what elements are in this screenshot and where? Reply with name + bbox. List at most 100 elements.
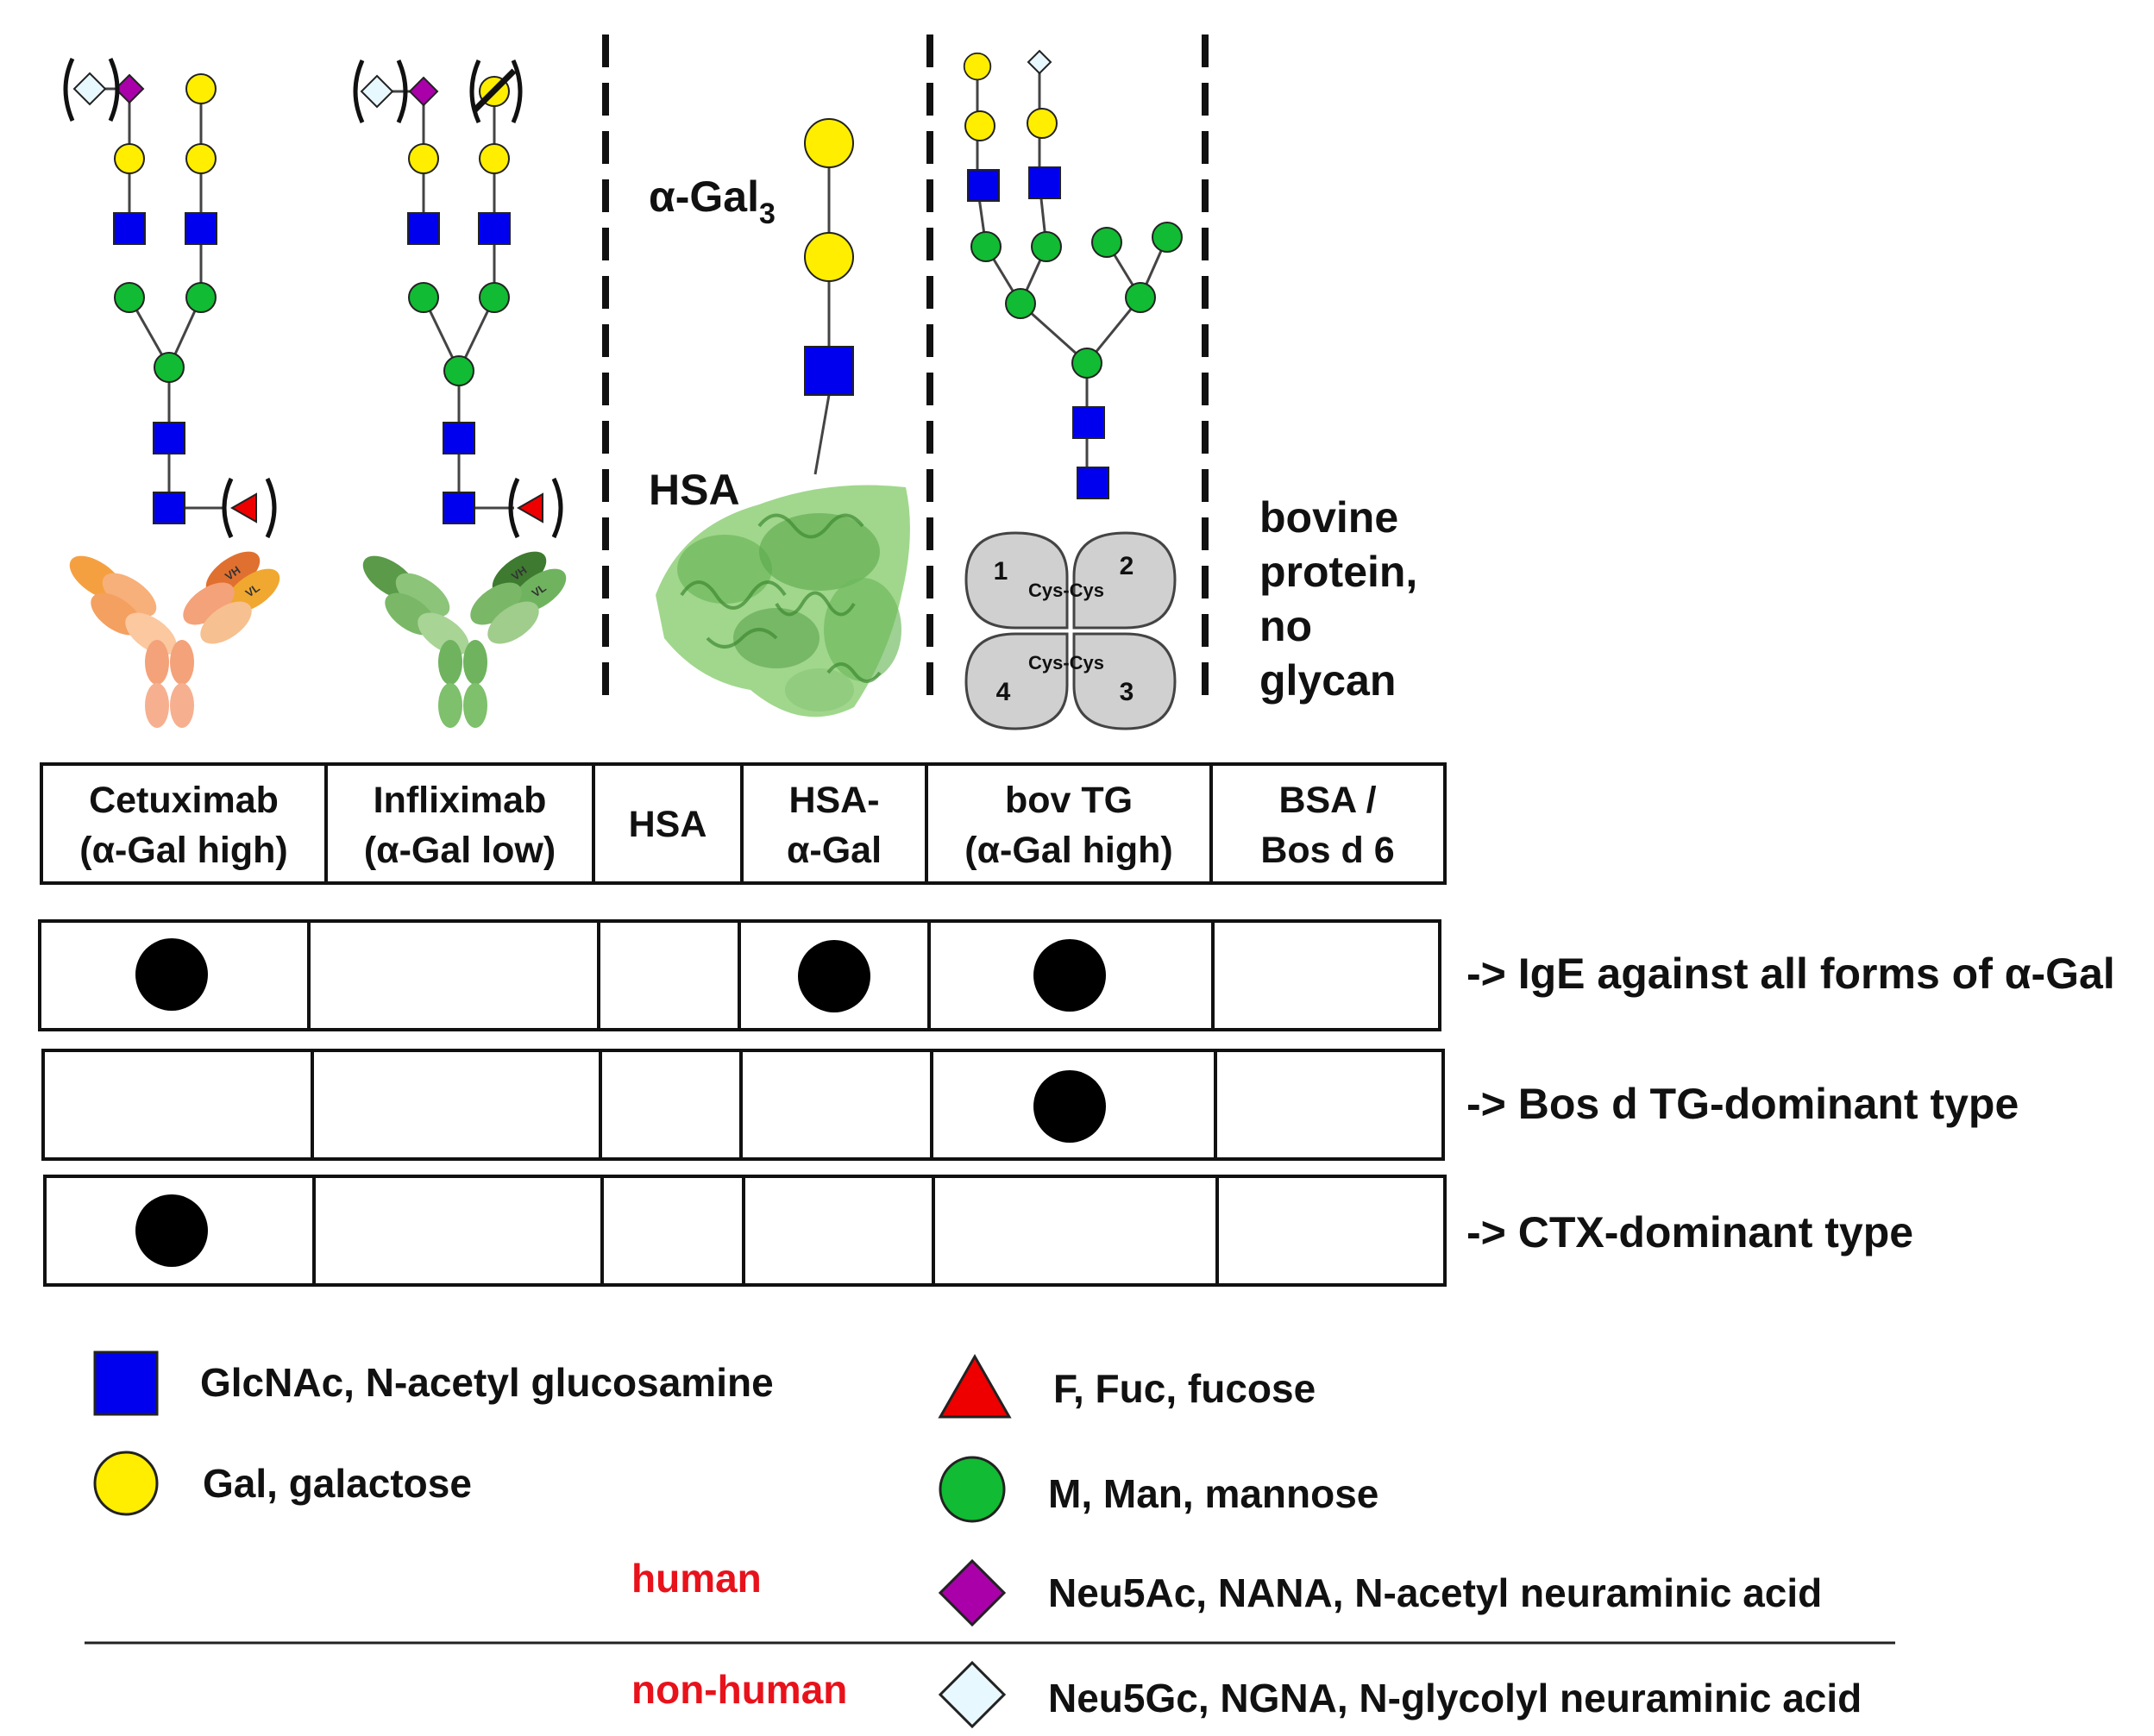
result-row: -> Bos d TG-dominant type bbox=[41, 1049, 2019, 1161]
alpha-gal3-label: α-Gal3 bbox=[649, 172, 776, 230]
header-hsa: HSA bbox=[629, 804, 707, 845]
header-bov-tg: bov TG bbox=[1005, 780, 1133, 821]
galactose-icon bbox=[479, 143, 510, 174]
blue-square-icon bbox=[93, 1351, 159, 1416]
yellow-circle-icon bbox=[93, 1451, 159, 1516]
bovine-label-line: no bbox=[1259, 602, 1312, 650]
legend-item-man: M, Man, mannose bbox=[939, 1456, 1378, 1523]
galactose-icon bbox=[185, 73, 217, 104]
mannose-icon bbox=[970, 231, 1002, 262]
glcnac-icon bbox=[1028, 166, 1061, 199]
thyroglobulin-icon: 1 2 3 4 Cys-Cys Cys-Cys bbox=[964, 531, 1177, 730]
galactose-icon bbox=[408, 143, 439, 174]
green-circle-icon bbox=[939, 1456, 1006, 1523]
galactose-icon bbox=[804, 118, 854, 168]
glcnac-icon bbox=[478, 212, 511, 245]
bovine-protein-label: bovine protein, no glycan bbox=[1259, 493, 1417, 705]
purple-diamond-icon bbox=[938, 1558, 1007, 1627]
header-cetuximab: Cetuximab bbox=[89, 780, 279, 821]
white-diamond-icon bbox=[938, 1660, 1007, 1729]
glcnac-icon bbox=[804, 346, 854, 396]
tg-subunit-number: 1 bbox=[994, 557, 1008, 586]
glcnac-icon bbox=[185, 212, 217, 245]
galactose-icon bbox=[185, 143, 217, 174]
legend-label: M, Man, mannose bbox=[1048, 1471, 1378, 1516]
bovine-label-line: bovine bbox=[1259, 493, 1398, 542]
row-annotation: -> CTX-dominant type bbox=[1466, 1208, 1913, 1257]
mannose-icon bbox=[1005, 288, 1036, 319]
mannose-icon bbox=[154, 352, 185, 383]
mannose-icon bbox=[443, 355, 474, 386]
neu5gc-icon bbox=[361, 75, 393, 108]
result-dot bbox=[798, 940, 870, 1012]
glcnac-icon bbox=[153, 422, 185, 454]
galactose-icon bbox=[1027, 108, 1058, 139]
galactose-icon bbox=[963, 52, 992, 81]
neu5gc-icon bbox=[1027, 50, 1052, 74]
result-row: -> CTX-dominant type bbox=[43, 1175, 1913, 1287]
mannose-icon bbox=[408, 282, 439, 313]
galactose-icon bbox=[964, 110, 995, 141]
mannose-icon bbox=[1031, 231, 1062, 262]
legend-label: Neu5Gc, NGNA, N-glycolyl neuraminic acid bbox=[1048, 1676, 1862, 1720]
legend-item-glcnac: GlcNAc, N-acetyl glucosamine bbox=[93, 1351, 774, 1416]
cys-cys-label: Cys-Cys bbox=[1028, 652, 1104, 674]
glcnac-icon bbox=[967, 169, 1000, 202]
mannose-icon bbox=[1071, 348, 1102, 379]
strikethrough-icon bbox=[472, 68, 517, 113]
galactose-icon bbox=[804, 232, 854, 282]
bovine-label-line: protein, bbox=[1259, 548, 1417, 596]
header-bov-tg-sub: (α-Gal high) bbox=[964, 830, 1172, 871]
header-table: Cetuximab (α-Gal high) Infliximab (α-Gal… bbox=[40, 762, 1447, 885]
legend: GlcNAc, N-acetyl glucosamine Gal, galact… bbox=[85, 1351, 1895, 1729]
neu5gc-icon bbox=[73, 72, 106, 105]
glcnac-icon bbox=[407, 212, 440, 245]
legend-label: GlcNAc, N-acetyl glucosamine bbox=[200, 1360, 774, 1405]
human-label: human bbox=[631, 1556, 762, 1601]
fucose-icon bbox=[518, 493, 543, 523]
result-dot bbox=[1033, 939, 1106, 1012]
cetuximab-glycan bbox=[63, 57, 277, 539]
bovine-label-line: glycan bbox=[1259, 656, 1396, 705]
header-bsa: BSA / bbox=[1278, 780, 1376, 821]
bov-tg-glycan bbox=[963, 50, 1183, 499]
hsa-alpha-gal-structure: α-Gal3 HSA bbox=[649, 118, 910, 718]
legend-item-fuc: F, Fuc, fucose bbox=[938, 1353, 1316, 1419]
legend-item-neu5gc: Neu5Gc, NGNA, N-glycolyl neuraminic acid bbox=[938, 1660, 1862, 1729]
tg-subunit-number: 3 bbox=[1120, 678, 1134, 706]
header-hsa-alpha-gal: HSA- bbox=[788, 780, 879, 821]
mannose-icon bbox=[1152, 222, 1183, 253]
galactose-icon bbox=[114, 143, 145, 174]
cys-cys-label: Cys-Cys bbox=[1028, 580, 1104, 601]
glcnac-icon bbox=[1077, 467, 1109, 499]
header-cetuximab-sub: (α-Gal high) bbox=[79, 830, 287, 871]
hsa-label: HSA bbox=[649, 466, 740, 514]
mannose-icon bbox=[1091, 227, 1122, 258]
legend-label: F, Fuc, fucose bbox=[1053, 1366, 1316, 1411]
glcnac-icon bbox=[443, 422, 475, 454]
red-triangle-icon bbox=[938, 1353, 1012, 1419]
glcnac-icon bbox=[153, 492, 185, 524]
legend-item-gal: Gal, galactose bbox=[93, 1451, 472, 1516]
tg-subunit-number: 2 bbox=[1120, 552, 1134, 580]
tg-subunit-number: 4 bbox=[996, 678, 1011, 706]
mannose-icon bbox=[1125, 282, 1156, 313]
result-dot bbox=[135, 1194, 208, 1267]
mannose-icon bbox=[185, 282, 217, 313]
row-annotation: -> IgE against all forms of α-Gal bbox=[1466, 949, 2115, 998]
neu5ac-icon bbox=[409, 77, 438, 106]
header-hsa-alpha-gal-sub: α-Gal bbox=[787, 830, 882, 871]
legend-label: Neu5Ac, NANA, N-acetyl neuraminic acid bbox=[1048, 1570, 1822, 1615]
mannose-icon bbox=[479, 282, 510, 313]
hsa-protein-icon bbox=[656, 485, 910, 718]
cetuximab-antibody-icon: VH VL bbox=[69, 551, 280, 728]
result-row: -> IgE against all forms of α-Gal bbox=[38, 919, 2115, 1031]
legend-label: Gal, galactose bbox=[203, 1461, 472, 1506]
result-dot bbox=[1033, 1070, 1106, 1143]
glcnac-icon bbox=[1072, 406, 1105, 439]
infliximab-antibody-icon: VH VL bbox=[362, 551, 567, 728]
glcnac-icon bbox=[113, 212, 146, 245]
neu5ac-icon bbox=[115, 74, 144, 103]
nonhuman-label: non-human bbox=[631, 1667, 847, 1712]
